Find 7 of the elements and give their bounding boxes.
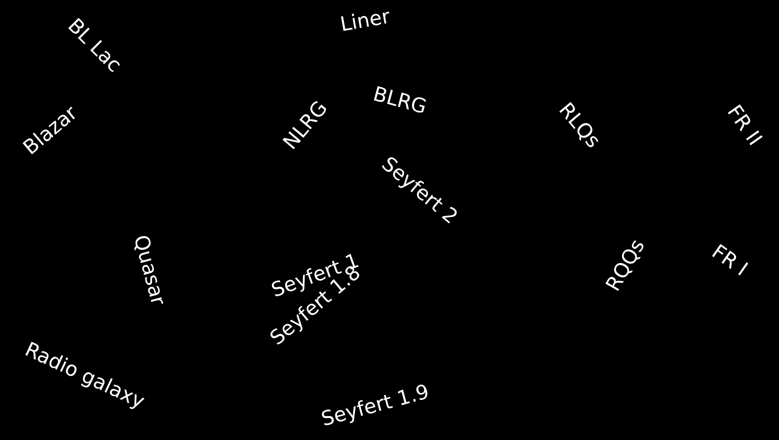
word-label: FR I	[708, 239, 752, 281]
word-label: BLRG	[370, 81, 430, 119]
word-label: BL Lac	[63, 13, 127, 77]
word-label: Seyfert 1.9	[318, 379, 432, 431]
word-label: Liner	[338, 4, 392, 36]
word-label: Quasar	[129, 232, 171, 308]
word-label: FR II	[722, 100, 768, 150]
